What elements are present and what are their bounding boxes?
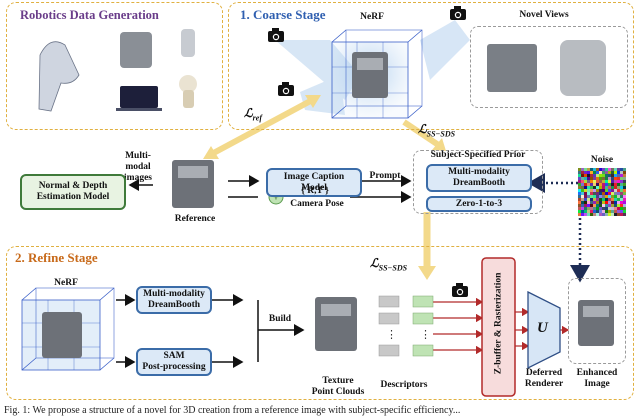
refine-nerf-label: NeRF <box>54 278 78 288</box>
svg-text:⋮: ⋮ <box>420 329 431 341</box>
loss-ref-label: ℒref <box>244 106 262 123</box>
refine-nerf-cube <box>21 287 115 371</box>
coarse-nerf-label: NeRF <box>360 12 384 22</box>
middle-arrows <box>128 175 412 203</box>
image-caption-model-box: Image Caption Model <box>266 168 362 197</box>
svg-text:+: + <box>273 193 279 204</box>
sds-coarse-arrow <box>402 119 446 151</box>
refine-dreambooth-box: Multi-modality DreamBooth <box>136 286 212 314</box>
deferred-renderer-label: Deferred Renderer <box>524 368 564 389</box>
ref-loss-arrow <box>203 95 321 159</box>
zbuffer-label: Z-buffer & Rasterization <box>493 272 504 375</box>
coarse-stage-panel <box>228 2 634 130</box>
espresso-machine-images <box>38 29 614 358</box>
noise-label: Noise <box>590 155 614 165</box>
deferred-renderer-unet <box>527 290 561 370</box>
descriptors-label: Descriptors <box>380 380 428 390</box>
normal-depth-model-box: Normal & Depth Estimation Model <box>20 174 126 210</box>
rt-label: { R,T } <box>301 186 329 196</box>
reference-label: Reference <box>174 214 216 224</box>
multimodality-dreambooth-box: Multi-modality DreamBooth <box>426 164 532 192</box>
refine-stage-title: 2. Refine Stage <box>15 250 98 265</box>
subject-prior-title: Subject-Specified Prior <box>430 150 526 160</box>
refine-stage-panel <box>6 246 634 400</box>
build-label: Build <box>268 314 292 324</box>
svg-text:⋮: ⋮ <box>386 329 397 341</box>
descriptor-blocks: ⋮ ⋮ <box>378 295 434 357</box>
noise-image <box>578 168 626 216</box>
unet-label: U <box>537 320 548 336</box>
novel-views-panel <box>470 26 628 108</box>
camera-pose-label: Camera Pose <box>290 199 344 209</box>
texture-point-clouds-label: Texture Point Clouds <box>311 376 365 397</box>
refine-arrows <box>116 294 305 368</box>
loss-ss-sds-refine-label: ℒSS−SDS <box>370 256 408 273</box>
zero123-box: Zero-1-to-3 <box>426 196 532 212</box>
subject-prior-panel <box>413 150 543 214</box>
figure-caption: Fig. 1: We propose a structure of a nove… <box>4 405 461 416</box>
coarse-stage-title: 1. Coarse Stage <box>240 7 326 22</box>
sds-refine-arrow <box>418 212 436 280</box>
sam-postprocessing-box: SAM Post-processing <box>136 348 212 376</box>
robotics-title: Robotics Data Generation <box>20 8 159 22</box>
multimodal-images-label: Multi- modal images <box>124 151 152 183</box>
robotics-panel <box>6 2 223 130</box>
descriptor-lines <box>433 297 570 355</box>
camera-icon <box>268 6 468 297</box>
loss-ss-sds-coarse-label: ℒSS−SDS <box>418 122 456 139</box>
enhanced-image-label: Enhanced Image <box>576 368 618 389</box>
novel-views-label: Novel Views <box>519 10 569 20</box>
prompt-label: Prompt <box>369 171 401 181</box>
zbuffer-box <box>481 257 516 397</box>
enhanced-image-panel <box>568 278 626 364</box>
